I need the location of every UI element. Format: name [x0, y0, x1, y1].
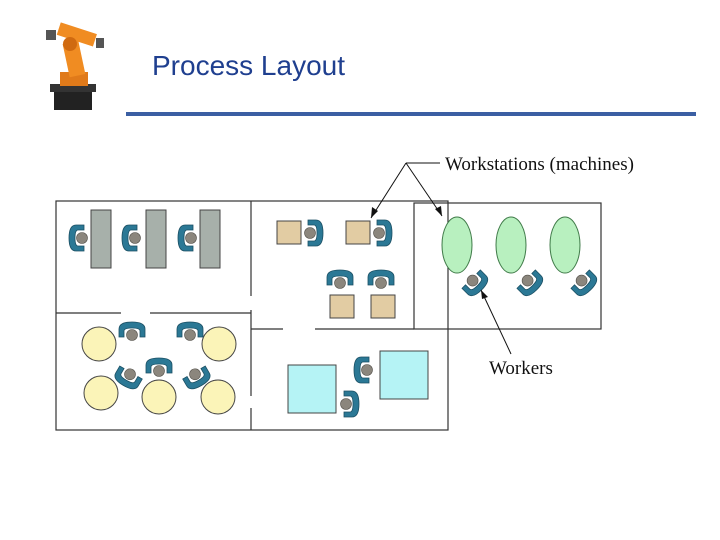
cyan-machine	[287, 364, 337, 414]
tan-machine	[370, 294, 396, 319]
callout-arrows	[370, 162, 512, 355]
green-machines	[441, 216, 581, 274]
tan-machine	[276, 220, 302, 245]
cyan-machine	[379, 350, 429, 400]
robot-arm-icon	[46, 22, 104, 110]
green-room-workers	[459, 267, 601, 300]
gray-machines	[90, 209, 221, 269]
gray-machine	[90, 209, 112, 269]
workers-label: Workers	[489, 358, 553, 379]
gray-machine	[145, 209, 167, 269]
arrowheads	[371, 206, 488, 299]
title-underline	[126, 112, 696, 116]
gray-machine	[199, 209, 221, 269]
gray-room-workers	[68, 224, 197, 252]
yellow-machine	[141, 379, 177, 415]
tan-machine	[345, 220, 371, 245]
cyan-room-workers	[340, 356, 373, 418]
green-machine	[549, 216, 581, 274]
tan-machines	[276, 220, 396, 319]
tan-machine	[329, 294, 355, 319]
workstations-label: Workstations (machines)	[445, 154, 634, 175]
cyan-machines	[287, 350, 429, 414]
yellow-machine	[83, 375, 119, 411]
yellow-machine	[201, 326, 237, 362]
green-machine	[495, 216, 527, 274]
slide-title: Process Layout	[152, 50, 345, 81]
green-machine	[441, 216, 473, 274]
yellow-machines	[81, 326, 237, 415]
floor-plan-walls	[55, 200, 602, 431]
yellow-machine	[200, 379, 236, 415]
yellow-machine	[81, 326, 117, 362]
